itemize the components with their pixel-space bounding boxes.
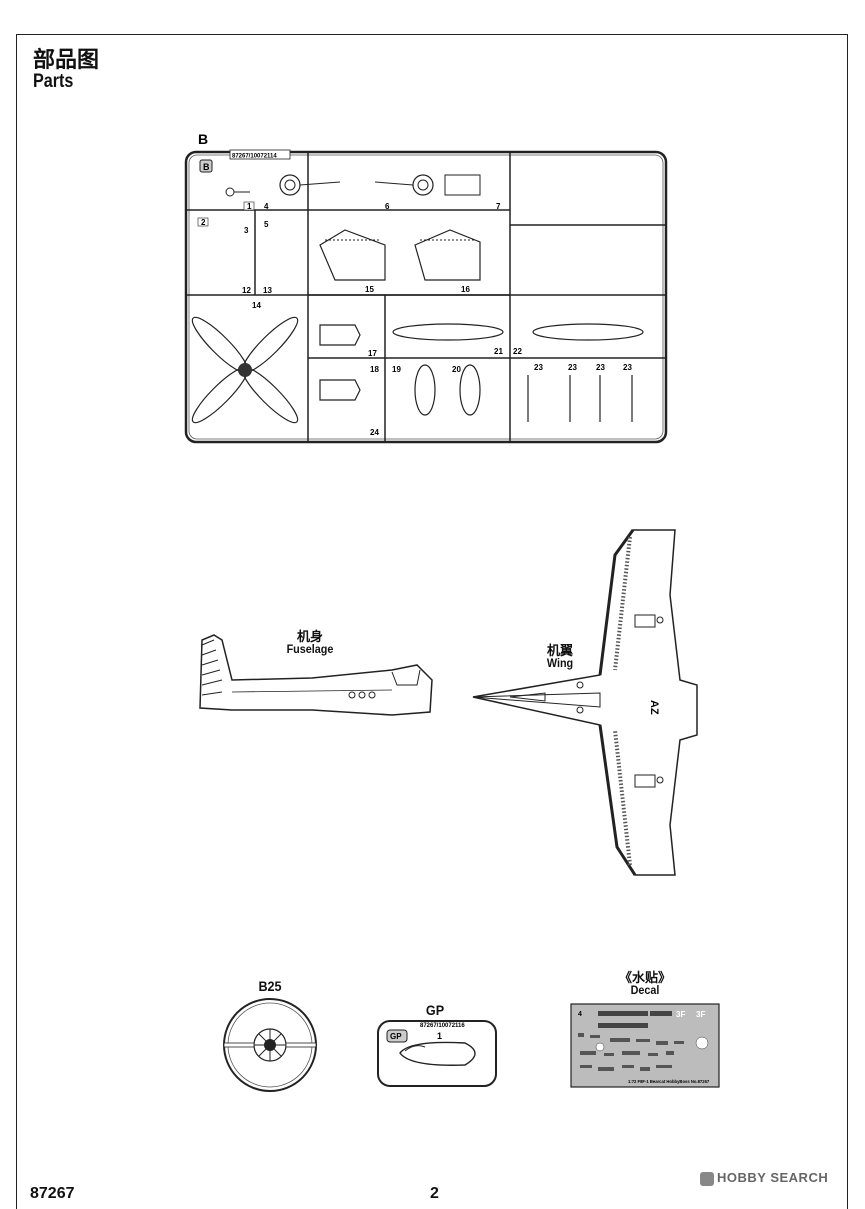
sprue-b-tag: B — [203, 162, 210, 172]
gp-code: 87267/10072116 — [420, 1023, 465, 1029]
b25-label: B25 — [258, 978, 282, 994]
wing-marking: AZ — [648, 700, 660, 715]
fuselage-label-en: Fuselage — [286, 642, 334, 656]
part-number-15: 15 — [365, 285, 374, 294]
part-number-13: 13 — [263, 286, 272, 295]
decal-mark-a: 4 — [578, 1011, 582, 1018]
page-title-en: Parts — [33, 71, 74, 92]
wing-label-cn: 机翼 — [546, 644, 573, 659]
gp-tag: GP — [390, 1032, 402, 1041]
decal-sheet: 4 3F 3F 1:72 F8F-1 Bearcat HobbyBoss No.… — [570, 1003, 720, 1088]
part-number-18: 18 — [370, 365, 379, 374]
part-number-4: 4 — [264, 202, 269, 211]
sprue-b-diagram: B 87267/10072114 B — [184, 131, 668, 444]
propeller-part — [191, 316, 299, 424]
part-number-7: 7 — [496, 202, 501, 211]
part-number-23c: 23 — [596, 363, 605, 372]
flap-parts — [319, 229, 481, 281]
fuselage-label-cn: 机身 — [296, 630, 323, 645]
sprue-b-code: 87267/10072114 — [232, 154, 277, 160]
part-number-23b: 23 — [568, 363, 577, 372]
decal-mark-c: 3F — [696, 1010, 705, 1019]
part-number-20: 20 — [452, 365, 461, 374]
part-number-14: 14 — [252, 301, 261, 310]
part-number-5: 5 — [264, 220, 269, 229]
part-number-21: 21 — [494, 347, 503, 356]
decal-label-cn: 《水贴》 — [618, 971, 671, 986]
part-number-22: 22 — [513, 347, 522, 356]
part-number-17: 17 — [368, 349, 377, 358]
part-number-12: 12 — [242, 286, 251, 295]
part-number-24: 24 — [370, 428, 379, 437]
decal-label-en: Decal — [630, 983, 660, 997]
fuselage-part-diagram — [199, 634, 433, 716]
decal-mark-b: 3F — [676, 1010, 685, 1019]
gp-sprue-diagram: 87267/10072116 GP 1 — [377, 1020, 497, 1087]
gp-part-number: 1 — [437, 1031, 442, 1041]
page-title-cn: 部品图 — [33, 48, 100, 73]
page-number: 2 — [430, 1185, 439, 1202]
part-number-1: 1 — [247, 202, 252, 211]
part-number-19: 19 — [392, 365, 401, 374]
b25-part-diagram — [223, 998, 317, 1092]
watermark-logo-icon — [700, 1171, 714, 1186]
watermark: HOBBY SEARCH — [700, 1170, 828, 1186]
sprue-b-letter: B — [198, 131, 208, 147]
page-frame — [16, 34, 848, 1209]
kit-number: 87267 — [30, 1185, 75, 1202]
part-number-23a: 23 — [534, 363, 543, 372]
gp-label: GP — [425, 1002, 445, 1018]
part-number-6: 6 — [385, 202, 390, 211]
decal-footer: 1:72 F8F-1 Bearcat HobbyBoss No.87267 — [628, 1079, 710, 1084]
watermark-text: HOBBY SEARCH — [717, 1170, 829, 1185]
rocket-parts — [527, 375, 633, 422]
part-number-3: 3 — [244, 226, 249, 235]
part-number-2: 2 — [201, 218, 206, 227]
wing-label-en: Wing — [546, 656, 574, 670]
wing-part-diagram: AZ — [472, 529, 698, 876]
part-number-23d: 23 — [623, 363, 632, 372]
part-number-16: 16 — [461, 285, 470, 294]
